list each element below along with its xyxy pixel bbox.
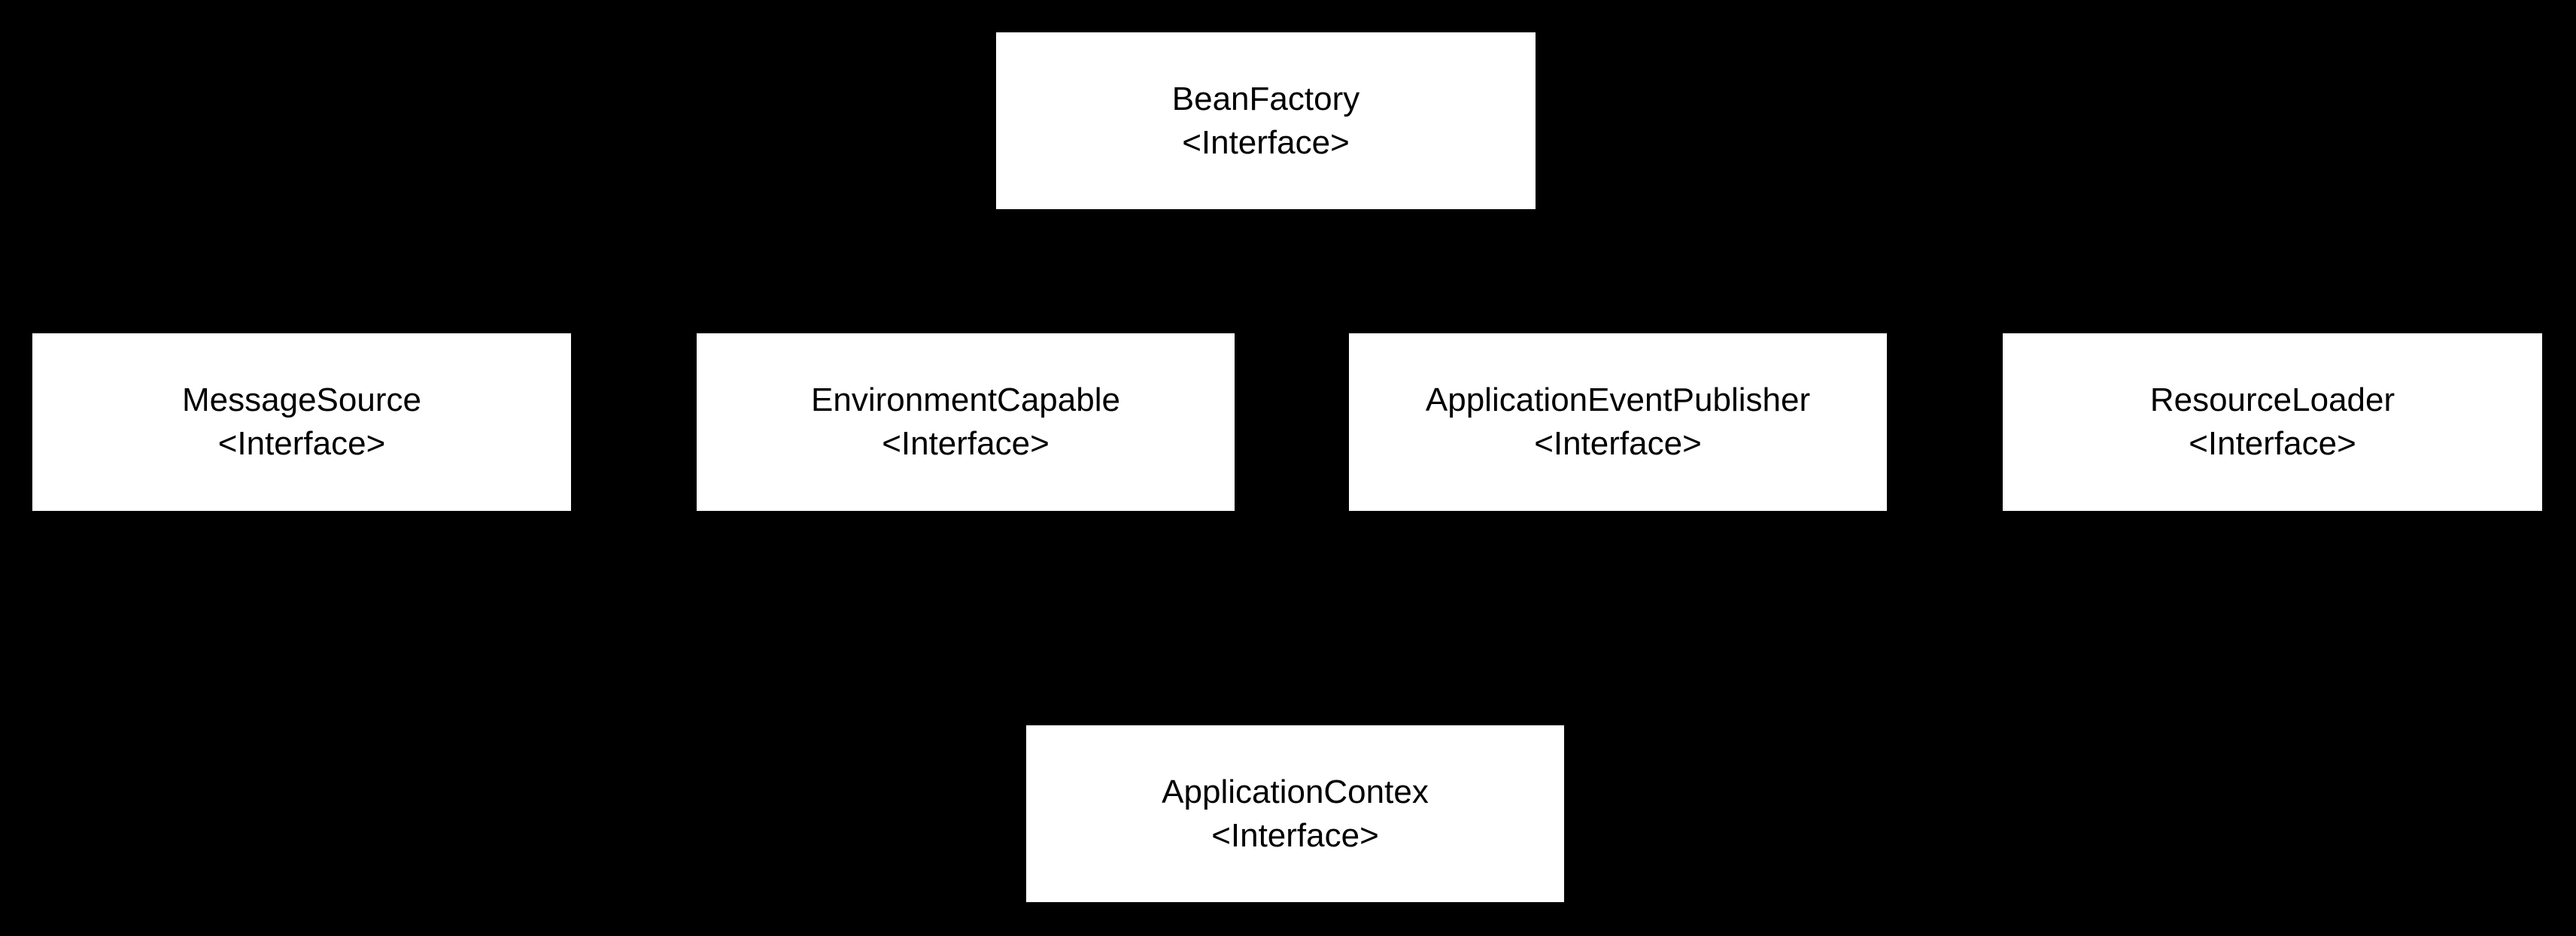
node-stereotype: <Interface> (1182, 123, 1350, 161)
node-title: ResourceLoader (2149, 381, 2395, 418)
node-resource-loader: ResourceLoader <Interface> (2003, 333, 2542, 511)
node-title: EnvironmentCapable (811, 381, 1120, 418)
node-title: BeanFactory (1171, 80, 1360, 117)
node-stereotype: <Interface> (882, 425, 1050, 462)
node-title: ApplicationContex (1162, 773, 1429, 810)
node-environment-capable: EnvironmentCapable <Interface> (697, 333, 1235, 511)
node-title: ApplicationEventPublisher (1425, 381, 1811, 418)
node-title: MessageSource (182, 381, 421, 418)
node-stereotype: <Interface> (1211, 816, 1379, 854)
node-application-event-publisher: ApplicationEventPublisher <Interface> (1349, 333, 1887, 511)
node-stereotype: <Interface> (1534, 425, 1702, 462)
node-application-contex: ApplicationContex <Interface> (1026, 725, 1564, 902)
node-stereotype: <Interface> (2189, 425, 2356, 462)
node-bean-factory: BeanFactory <Interface> (996, 32, 1536, 209)
node-message-source: MessageSource <Interface> (32, 333, 571, 511)
node-stereotype: <Interface> (217, 425, 386, 462)
